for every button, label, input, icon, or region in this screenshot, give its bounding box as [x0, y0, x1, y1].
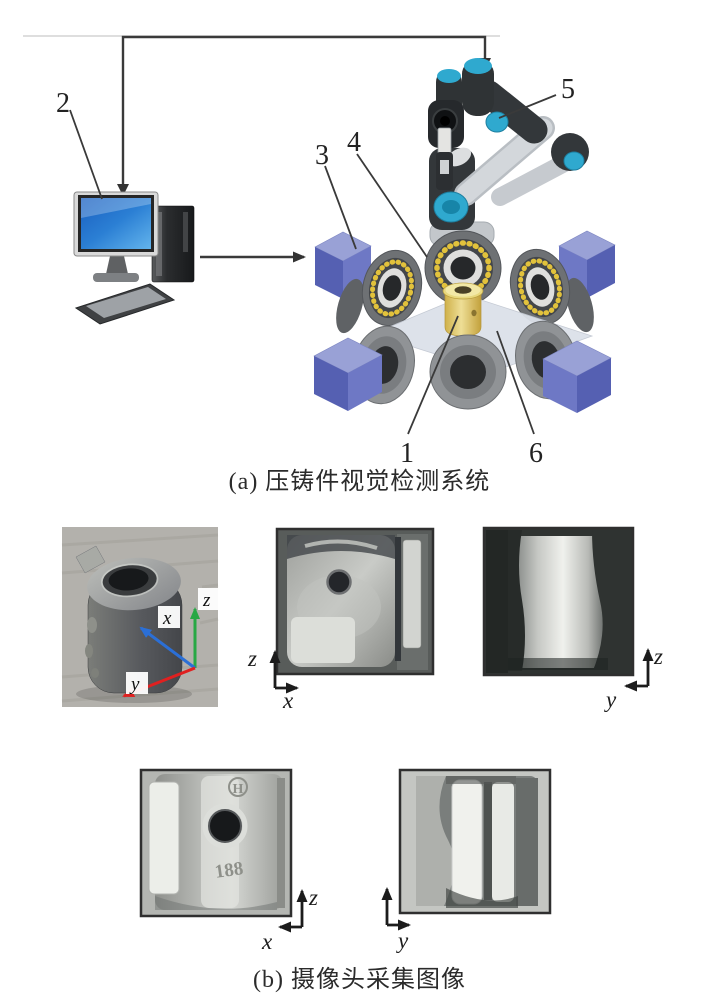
screen-glare: [81, 198, 151, 218]
photo-z-label: z: [202, 590, 211, 611]
callout-2-computer: 2: [56, 88, 70, 119]
caption-panel-b: (b) 摄像头采集图像: [253, 967, 466, 993]
robot-gripper: [437, 127, 452, 155]
arrow-down-to-computer: [117, 184, 129, 196]
workpiece-photo: z x y: [61, 527, 219, 707]
leader-6: [496, 330, 535, 435]
camera-cube-bottom-left: [313, 337, 383, 411]
leader-2: [69, 109, 103, 200]
monitor-base: [93, 273, 139, 282]
part-deep-hole: [208, 809, 242, 843]
robot-wrist-cylinder-2: [462, 60, 494, 116]
camera-cube-top-left: [314, 231, 372, 299]
photo-x-axis: [139, 626, 196, 670]
led-dots: [517, 258, 563, 316]
view-side2-h-label: y: [396, 928, 409, 953]
bright-rib-2: [492, 782, 514, 902]
casting-top: [87, 557, 181, 611]
view-side-h-label: y: [604, 687, 617, 712]
photo-y-label: y: [129, 674, 140, 695]
leader-4: [356, 153, 428, 258]
monitor-screen: [81, 198, 151, 249]
ring-light-left: [361, 249, 423, 327]
led-dots: [369, 259, 415, 317]
leader-3: [324, 165, 357, 250]
callout-leaders: [69, 94, 557, 435]
control-wiring: [23, 35, 500, 263]
view-back-v-label: z: [308, 885, 318, 910]
casting-tab: [75, 545, 106, 574]
callout-3-camera: 3: [315, 140, 329, 171]
view-front-v-label: z: [247, 646, 257, 671]
view-front-h-label: x: [282, 688, 294, 713]
leader-1: [407, 315, 459, 435]
axes-view-side2: y: [381, 887, 411, 953]
part-hole: [326, 569, 352, 595]
robot-cyan-cap-1: [437, 69, 461, 83]
caption-panel-a: (a) 压铸件视觉检测系统: [228, 469, 491, 495]
axes-view-side: z y: [604, 644, 663, 712]
gray-ring-center: [429, 334, 507, 410]
side-ring-edge-left: [336, 278, 364, 334]
bright-rib-1: [451, 779, 483, 905]
casting-bore: [108, 568, 149, 591]
axes-view-front: z x: [247, 646, 299, 713]
robot-elbow-cyan: [563, 151, 585, 171]
digits-marking: 188: [213, 858, 244, 883]
callout-6-platform: 6: [529, 438, 543, 469]
computer: [73, 191, 195, 325]
logo-marking: H: [233, 782, 244, 797]
panel-b-images: z x y z x z y: [61, 526, 663, 954]
callout-4-ring-light: 4: [347, 127, 361, 158]
camera-view-back: H 188: [139, 768, 293, 918]
leader-5: [498, 94, 557, 119]
bright-rib: [148, 781, 180, 895]
axes-view-back: z x: [261, 885, 318, 954]
view-side-v-label: z: [653, 644, 663, 669]
photo-x-label: x: [162, 608, 172, 629]
callout-1-workpiece: 1: [400, 438, 414, 469]
photo-axes: z x y: [122, 588, 218, 698]
camera-view-side2: [398, 768, 552, 915]
callout-5-robot: 5: [561, 74, 575, 105]
camera-view-front: [275, 527, 435, 676]
bright-rib: [402, 539, 422, 649]
keyboard-keys: [86, 287, 166, 318]
ring-light-center: [424, 230, 502, 306]
ring-light-right: [509, 248, 571, 326]
view-back-h-label: x: [261, 929, 273, 954]
camera-cube-bottom-right: [542, 340, 612, 413]
camera-view-side: [482, 526, 635, 677]
workpiece: [442, 282, 484, 337]
workpiece-side-hole: [471, 309, 477, 317]
feedback-line: [121, 35, 487, 184]
monitor-stand: [106, 256, 128, 274]
cylinder-highlight: [508, 536, 608, 668]
panel-a-diagram: 1 2 3 4 5 6: [23, 35, 616, 469]
robot-cyan-cap-2: [464, 58, 492, 74]
side-ring-edge-right: [566, 277, 594, 333]
